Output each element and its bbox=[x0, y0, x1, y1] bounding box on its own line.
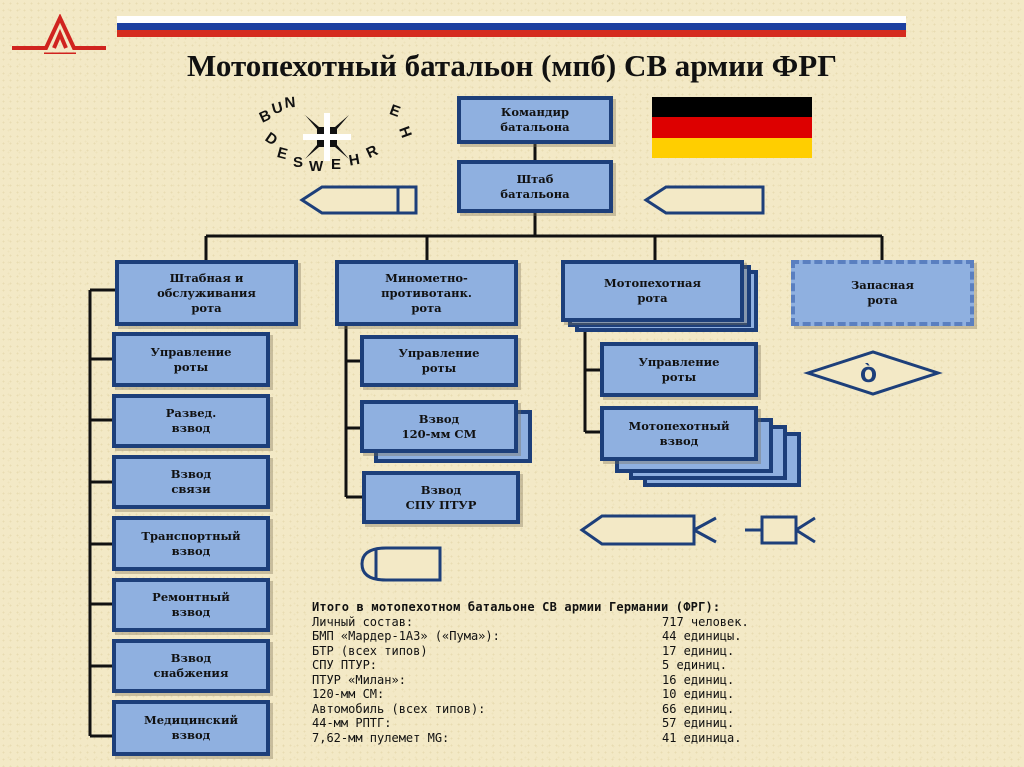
svg-text:E: E bbox=[331, 156, 341, 173]
hq-child-medical-platoon[interactable]: Медицинский взвод bbox=[112, 700, 270, 756]
german-flag bbox=[652, 97, 812, 158]
summary-row: БТР (всех типов)17 единиц. bbox=[312, 643, 735, 658]
svg-text:E: E bbox=[275, 144, 289, 163]
summary-header: Итого в мотопехотном батальоне СВ армии … bbox=[312, 600, 721, 614]
vehicle-symbol-icon bbox=[299, 185, 418, 215]
vehicle-symbol-icon-2 bbox=[643, 185, 765, 215]
node-hq-company[interactable]: Штабная и обслуживания рота bbox=[115, 260, 298, 326]
mot-child-management[interactable]: Управление роты bbox=[600, 342, 758, 397]
mortar-child-management[interactable]: Управление роты bbox=[360, 335, 518, 387]
hq-child-signal-platoon[interactable]: Взвод связи bbox=[112, 455, 270, 509]
svg-text:W: W bbox=[309, 158, 324, 175]
node-motorized-company[interactable]: Мотопехотная рота bbox=[561, 260, 744, 322]
battalion-summary: Итого в мотопехотном батальоне СВ армии … bbox=[312, 600, 932, 745]
node-mortar-at-company[interactable]: Минометно- противотанк. рота bbox=[335, 260, 518, 326]
mortar-child-120mm-platoon[interactable]: Взвод 120-мм СМ bbox=[360, 400, 518, 453]
bundeswehr-logo: B U N D E S W E H R E H bbox=[255, 94, 430, 175]
hq-child-supply-platoon[interactable]: Взвод снабжения bbox=[112, 639, 270, 693]
hq-child-repair-platoon[interactable]: Ремонтный взвод bbox=[112, 578, 270, 632]
svg-text:N: N bbox=[284, 95, 296, 112]
hq-child-recon-platoon[interactable]: Развед. взвод bbox=[112, 394, 270, 448]
hq-child-management[interactable]: Управление роты bbox=[112, 332, 270, 387]
node-battalion-commander[interactable]: Командир батальона bbox=[457, 96, 613, 144]
diamond-symbol-icon bbox=[803, 350, 943, 396]
iron-cross-icon: B U N D E S W E H R E H bbox=[257, 94, 415, 175]
mortar-child-atgm-platoon[interactable]: Взвод СПУ ПТУР bbox=[362, 471, 520, 524]
page-title: Мотопехотный батальон (мпб) СВ армии ФРГ bbox=[187, 48, 837, 83]
summary-row: Автомобиль (всех типов):66 единиц. bbox=[312, 701, 735, 716]
summary-row: 7,62-мм пулемет MG:41 единица. bbox=[312, 730, 742, 745]
atgm-symbol-icon bbox=[760, 515, 798, 545]
hq-child-transport-platoon[interactable]: Транспортный взвод bbox=[112, 516, 270, 571]
red-emblem-icon bbox=[12, 14, 106, 54]
node-battalion-staff[interactable]: Штаб батальона bbox=[457, 160, 613, 213]
summary-row: Личный состав:717 человек. bbox=[312, 614, 749, 629]
summary-row: ПТУР «Милан»:16 единиц. bbox=[312, 672, 735, 687]
summary-row: 120-мм СМ:10 единиц. bbox=[312, 687, 735, 701]
svg-text:S: S bbox=[293, 154, 303, 171]
svg-text:H: H bbox=[347, 151, 361, 170]
node-reserve-company[interactable]: Запасная рота bbox=[791, 260, 974, 326]
svg-text:U: U bbox=[270, 99, 285, 118]
summary-row: 44-мм РПТГ:57 единиц. bbox=[312, 716, 735, 730]
apc-symbol-icon bbox=[579, 514, 696, 546]
summary-row: СПУ ПТУР:5 единиц. bbox=[312, 658, 728, 672]
hook-glyph-icon: Ò bbox=[860, 363, 877, 387]
summary-row: БМП «Мардер-1А3» («Пума»):44 единицы. bbox=[312, 629, 742, 643]
tank-symbol-icon bbox=[360, 546, 442, 582]
russian-flag-banner bbox=[117, 16, 906, 38]
mot-child-infantry-platoon[interactable]: Мотопехотный взвод bbox=[600, 406, 758, 461]
